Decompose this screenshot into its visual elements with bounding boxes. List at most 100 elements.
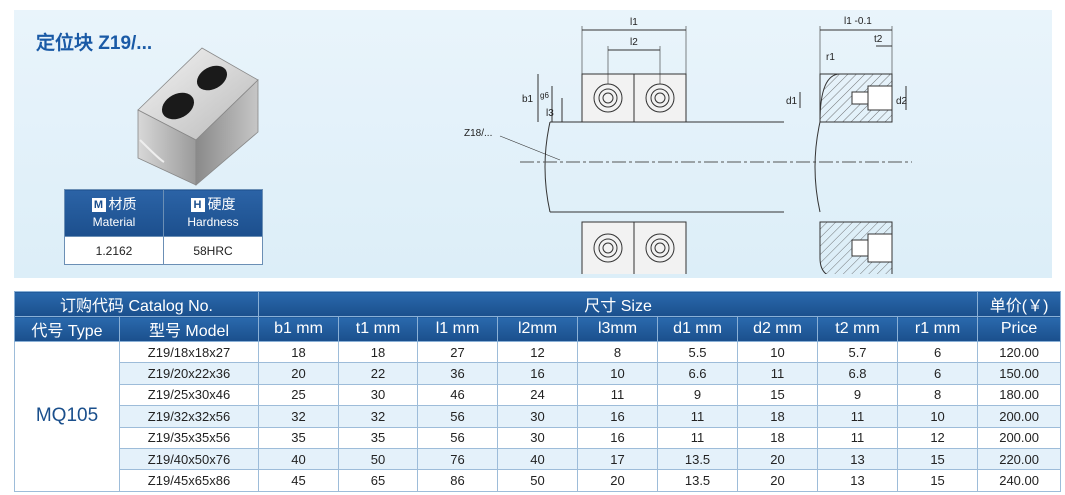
- r1-cell: 15: [897, 469, 979, 492]
- material-letter-icon: M: [91, 197, 106, 212]
- table-row: Z19/45x65x86 45 65 86 50 20 13.5 20 13 1…: [15, 469, 1062, 492]
- price-cell: 180.00: [977, 383, 1062, 407]
- d1-cell: 13.5: [657, 447, 739, 471]
- l3-cell: 20: [577, 469, 659, 492]
- z18-label: Z18/...: [464, 128, 492, 139]
- price-cell: 220.00: [977, 447, 1062, 471]
- l2-cell: 16: [497, 362, 579, 385]
- l3-cell: 16: [577, 405, 659, 428]
- spec-table: 订购代码 Catalog No. 尺寸 Size 单价(￥) 代号 Type 型…: [13, 291, 1062, 492]
- r1-cell: 8: [897, 383, 979, 407]
- price-header-en: Price: [977, 316, 1062, 342]
- t2-cell: 13: [817, 447, 899, 471]
- dim-d2-label: d2: [896, 96, 908, 107]
- b1-cell: 40: [258, 447, 340, 471]
- dim-l2-label: l2: [630, 37, 638, 48]
- table-row: Z19/32x32x56 32 32 56 30 16 11 18 11 10 …: [15, 405, 1062, 428]
- material-value: 1.2162: [64, 236, 164, 265]
- col-l1-header: l1 mm: [417, 316, 499, 342]
- t2-cell: 9: [817, 383, 899, 407]
- l2-cell: 30: [497, 405, 579, 428]
- technical-drawing: l1 l2 b1 g6 l3 Z18/... l1 -0.1 t2 r1 d1 …: [464, 16, 912, 274]
- price-header-zh: 单价(￥): [977, 291, 1062, 317]
- dim-g6-label: g6: [540, 91, 549, 100]
- col-l3-header: l3mm: [577, 316, 659, 342]
- table-row: Z19/20x22x36 20 22 36 16 10 6.6 11 6.8 6…: [15, 362, 1062, 385]
- l1-cell: 56: [417, 426, 499, 449]
- col-b1-header: b1 mm: [258, 316, 340, 342]
- hardness-value: 58HRC: [163, 236, 263, 265]
- r1-cell: 12: [897, 426, 979, 449]
- d2-cell: 18: [737, 426, 819, 449]
- catalog-header: 订购代码 Catalog No.: [13, 291, 260, 317]
- dim-d1-label: d1: [786, 96, 798, 107]
- r1-cell: 6: [897, 340, 979, 364]
- type-value: MQ105: [14, 341, 120, 492]
- l3-cell: 16: [577, 426, 659, 449]
- size-header: 尺寸 Size: [258, 291, 979, 317]
- l2-cell: 40: [497, 447, 579, 471]
- hardness-en: Hardness: [187, 214, 239, 229]
- r1-cell: 15: [897, 447, 979, 471]
- l1-cell: 56: [417, 405, 499, 428]
- t1-cell: 35: [338, 426, 419, 449]
- b1-cell: 20: [258, 362, 340, 385]
- material-en: Material: [92, 214, 136, 229]
- l1-cell: 36: [417, 362, 499, 385]
- t2-cell: 6.8: [817, 362, 899, 385]
- table-row: Z19/40x50x76 40 50 76 40 17 13.5 20 13 1…: [15, 447, 1062, 471]
- col-l2-header: l2mm: [497, 316, 579, 342]
- price-cell: 120.00: [977, 340, 1062, 364]
- t1-cell: 22: [338, 362, 419, 385]
- product-title: 定位块 Z19/...: [36, 33, 153, 54]
- dim-t2-label: t2: [874, 34, 883, 45]
- t2-cell: 11: [817, 426, 899, 449]
- model-cell: Z19/45x65x86: [118, 469, 260, 492]
- l2-cell: 30: [497, 426, 579, 449]
- t2-cell: 13: [817, 469, 899, 492]
- table-row: Z19/25x30x46 25 30 46 24 11 9 15 9 8 180…: [15, 383, 1062, 407]
- hardness-zh: 硬度: [207, 195, 236, 212]
- d2-cell: 20: [737, 447, 819, 471]
- d2-cell: 15: [737, 383, 819, 407]
- d1-cell: 6.6: [657, 362, 739, 385]
- r1-cell: 10: [897, 405, 979, 428]
- t2-cell: 11: [817, 405, 899, 428]
- d2-cell: 20: [737, 469, 819, 492]
- t1-cell: 32: [338, 405, 419, 428]
- t1-cell: 50: [338, 447, 419, 471]
- type-header: 代号 Type: [14, 316, 120, 342]
- t1-cell: 30: [338, 383, 419, 407]
- model-cell: Z19/35x35x56: [118, 426, 260, 449]
- b1-cell: 18: [258, 340, 340, 364]
- model-cell: Z19/40x50x76: [118, 447, 260, 471]
- d1-cell: 13.5: [657, 469, 739, 492]
- d2-cell: 10: [737, 340, 819, 364]
- model-cell: Z19/18x18x27: [118, 340, 260, 364]
- t1-cell: 18: [338, 340, 419, 364]
- col-d2-header: d2 mm: [737, 316, 819, 342]
- l2-cell: 24: [497, 383, 579, 407]
- price-cell: 150.00: [977, 362, 1062, 385]
- col-t1-header: t1 mm: [338, 316, 419, 342]
- l1-cell: 46: [417, 383, 499, 407]
- l3-cell: 10: [577, 362, 659, 385]
- model-cell: Z19/32x32x56: [118, 405, 260, 428]
- model-cell: Z19/20x22x36: [118, 362, 260, 385]
- price-cell: 200.00: [977, 426, 1062, 449]
- b1-cell: 32: [258, 405, 340, 428]
- table-row: Z19/35x35x56 35 35 56 30 16 11 18 11 12 …: [15, 426, 1062, 449]
- price-cell: 240.00: [977, 469, 1062, 492]
- l1-cell: 86: [417, 469, 499, 492]
- d2-cell: 18: [737, 405, 819, 428]
- b1-cell: 45: [258, 469, 340, 492]
- t2-cell: 5.7: [817, 340, 899, 364]
- b1-cell: 25: [258, 383, 340, 407]
- dim-b1-label: b1: [522, 94, 534, 105]
- d1-cell: 5.5: [657, 340, 739, 364]
- dim-l3-label: l3: [546, 108, 554, 119]
- l3-cell: 8: [577, 340, 659, 364]
- d1-cell: 11: [657, 426, 739, 449]
